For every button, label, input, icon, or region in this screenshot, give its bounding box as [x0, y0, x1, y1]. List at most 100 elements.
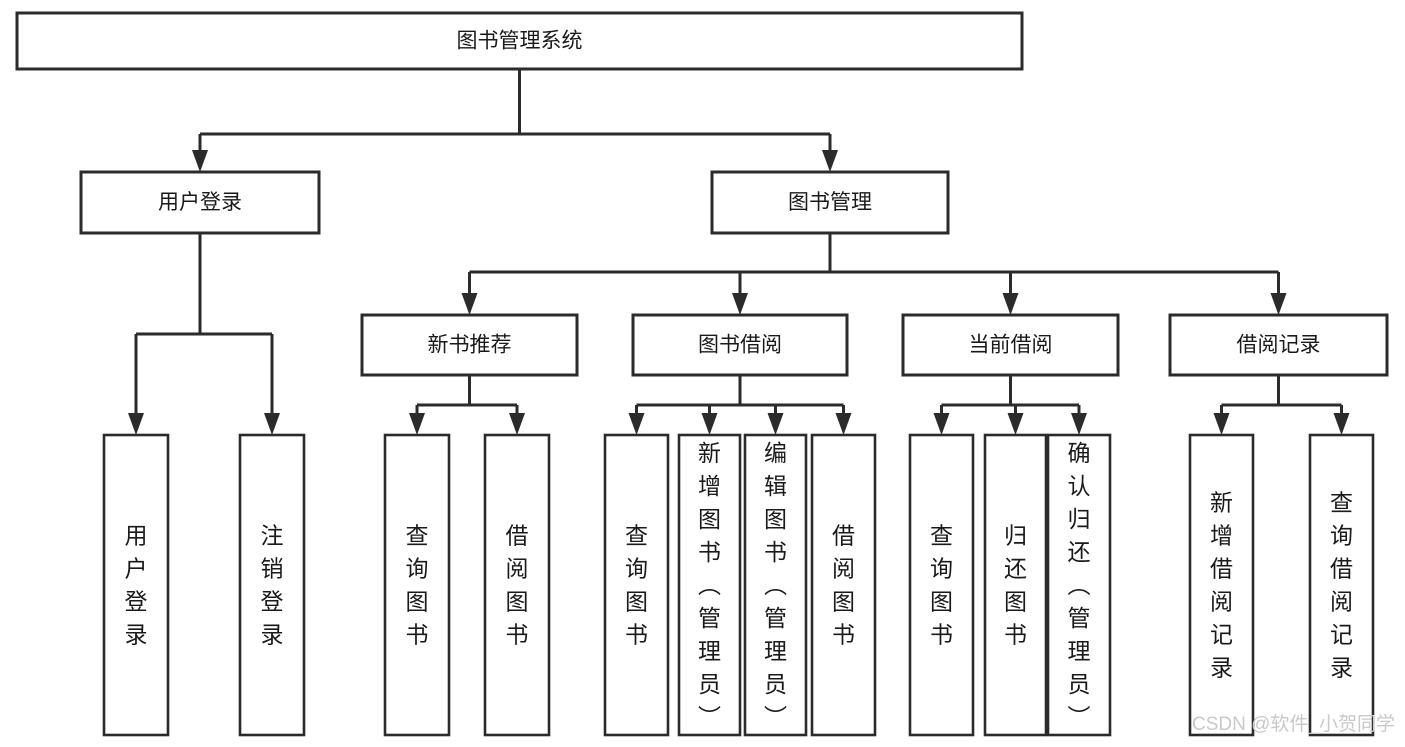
node-label-leaf-return-book-char-1: 还 [1004, 556, 1027, 582]
node-label-leaf-query-record-char-0: 查 [1330, 490, 1353, 516]
node-label-leaf-edit-book-char-6: 理 [764, 638, 787, 664]
node-box-new-book-recommend[interactable] [360, 313, 579, 377]
node-label-leaf-user-login-char-0: 用 [125, 523, 148, 549]
node-label-leaf-query-book-borrow-char-3: 书 [625, 622, 648, 648]
node-label-leaf-add-book-char-2: 图 [698, 506, 721, 532]
node-box-root[interactable] [15, 11, 1024, 71]
node-box-leaf-borrow-book-rec[interactable] [483, 433, 551, 737]
node-user-login[interactable]: 用户登录 [79, 170, 321, 235]
node-label-leaf-query-book-cur-char-0: 查 [930, 523, 953, 549]
node-box-leaf-query-record[interactable] [1308, 433, 1375, 737]
node-label-leaf-edit-book-char-3: 书 [764, 539, 787, 565]
nodes-layer: 图书管理系统用户登录图书管理新书推荐图书借阅当前借阅借阅记录用户登录注销登录查询… [15, 11, 1389, 737]
node-label-leaf-query-book-rec-char-3: 书 [406, 622, 429, 648]
arrow-head-icon [1270, 293, 1287, 315]
node-label-leaf-user-logout-char-0: 注 [261, 523, 284, 549]
node-box-leaf-query-book-borrow[interactable] [603, 433, 670, 737]
node-label-leaf-add-book-char-8: ︶ [698, 704, 721, 730]
node-box-leaf-confirm-return[interactable] [1046, 433, 1112, 737]
node-label-leaf-return-book-char-3: 书 [1004, 622, 1027, 648]
node-label-leaf-confirm-return-char-1: 认 [1068, 473, 1091, 499]
node-label-leaf-edit-book-char-2: 图 [764, 506, 787, 532]
node-label-leaf-add-book-char-4: ︵ [698, 572, 721, 598]
node-box-leaf-query-book-cur[interactable] [908, 433, 975, 737]
node-box-user-login[interactable] [79, 170, 321, 235]
arrow-head-icon [732, 293, 748, 315]
node-box-current-borrow[interactable] [901, 313, 1120, 377]
node-label-leaf-borrow-book-char-2: 图 [832, 589, 855, 615]
arrow-head-icon [1002, 293, 1019, 315]
node-label-leaf-add-record-char-3: 阅 [1210, 589, 1233, 615]
arrow-head-icon [1071, 413, 1087, 435]
arrow-head-icon [1007, 413, 1024, 435]
node-label-leaf-add-record-char-1: 增 [1210, 523, 1233, 549]
node-new-book-recommend[interactable]: 新书推荐 [360, 313, 579, 377]
node-label-leaf-query-book-borrow-char-2: 图 [625, 589, 648, 615]
arrow-head-icon [192, 150, 208, 172]
arrow-head-icon [822, 150, 838, 172]
node-book-manage[interactable]: 图书管理 [710, 170, 950, 235]
node-label-leaf-query-record-char-3: 阅 [1330, 589, 1353, 615]
node-label-leaf-borrow-book-char-0: 借 [832, 523, 855, 549]
node-box-leaf-user-login[interactable] [102, 433, 170, 737]
node-label-leaf-confirm-return-char-0: 确 [1068, 440, 1091, 466]
node-label-leaf-user-login-char-3: 录 [125, 622, 148, 648]
arrow-head-icon [264, 413, 280, 435]
arrow-head-icon [835, 413, 852, 435]
arrow-head-icon [1213, 413, 1230, 435]
node-box-leaf-return-book[interactable] [983, 433, 1048, 737]
node-label-leaf-borrow-book-rec-char-2: 图 [506, 589, 529, 615]
node-book-borrow[interactable]: 图书借阅 [631, 313, 849, 377]
node-label-leaf-query-book-borrow-char-1: 询 [625, 556, 648, 582]
node-label-leaf-borrow-book-char-1: 阅 [832, 556, 855, 582]
node-label-borrow-record: 借阅记录 [1237, 334, 1321, 357]
node-box-leaf-query-book-rec[interactable] [383, 433, 451, 737]
arrow-head-icon [128, 413, 144, 435]
node-label-leaf-query-book-rec-char-2: 图 [406, 589, 429, 615]
node-box-leaf-borrow-book[interactable] [810, 433, 877, 737]
node-root[interactable]: 图书管理系统 [15, 11, 1024, 71]
node-box-borrow-record[interactable] [1168, 313, 1389, 377]
node-box-leaf-user-logout[interactable] [238, 433, 306, 737]
node-label-leaf-add-book-char-6: 理 [698, 638, 721, 664]
node-label-book-manage: 图书管理 [788, 191, 872, 214]
node-label-leaf-user-logout-char-2: 登 [261, 589, 284, 615]
node-label-leaf-add-record-char-5: 录 [1210, 655, 1233, 681]
node-box-leaf-add-book[interactable] [677, 433, 742, 737]
node-label-leaf-add-book-char-7: 员 [698, 671, 721, 697]
node-label-leaf-edit-book-char-7: 员 [764, 671, 787, 697]
node-box-leaf-add-record[interactable] [1188, 433, 1255, 737]
node-label-leaf-add-book-char-0: 新 [698, 440, 721, 466]
node-label-leaf-confirm-return-char-3: 还 [1068, 539, 1091, 565]
arrow-head-icon [767, 413, 784, 435]
node-label-leaf-user-login-char-1: 户 [125, 556, 148, 582]
node-label-leaf-confirm-return-char-8: ︶ [1068, 704, 1091, 730]
node-label-leaf-query-book-cur-char-3: 书 [930, 622, 953, 648]
node-current-borrow[interactable]: 当前借阅 [901, 313, 1120, 377]
node-borrow-record[interactable]: 借阅记录 [1168, 313, 1389, 377]
node-label-user-login: 用户登录 [158, 191, 242, 214]
node-label-leaf-query-record-char-2: 借 [1330, 556, 1353, 582]
node-box-book-manage[interactable] [710, 170, 950, 235]
node-box-book-borrow[interactable] [631, 313, 849, 377]
connectors-layer [128, 69, 1350, 435]
node-label-leaf-add-book-char-5: 管 [698, 605, 721, 631]
node-label-leaf-return-book-char-0: 归 [1004, 523, 1027, 549]
node-box-leaf-edit-book[interactable] [743, 433, 808, 737]
node-leaf-user-login[interactable]: 用户登录 [102, 433, 170, 737]
arrow-head-icon [509, 413, 525, 435]
